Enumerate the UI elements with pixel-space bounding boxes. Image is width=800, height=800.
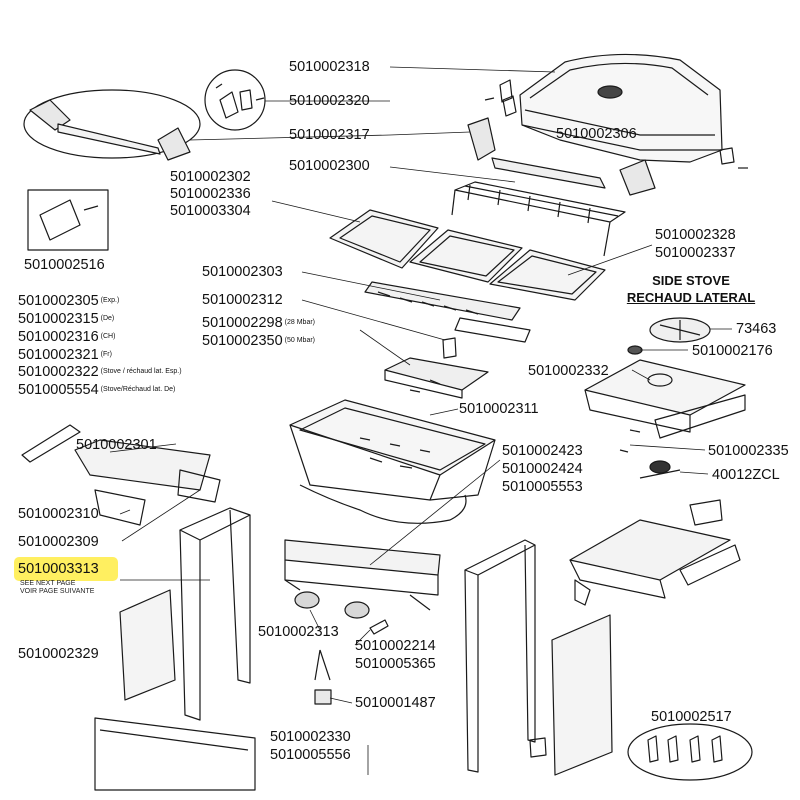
- label-5010001487: 5010001487: [355, 695, 436, 711]
- label-5010002313: 5010002313: [258, 624, 339, 640]
- label-5010002337: 5010002337: [655, 245, 736, 261]
- gas-hose: [299, 484, 467, 524]
- note-de: (De): [100, 315, 115, 323]
- screw-set: [204, 69, 266, 131]
- label-5010002309: 5010002309: [18, 534, 99, 550]
- label-5010002303: 5010002303: [202, 264, 283, 280]
- see-next-page-note: SEE NEXT PAGE: [20, 580, 76, 587]
- label-5010005365: 5010005365: [355, 656, 436, 672]
- label-5010005554: 5010005554(Stove/Réchaud lat. De): [18, 382, 176, 398]
- handle-group: [23, 89, 201, 161]
- label-5010002305: 5010002305(Exp.): [18, 293, 120, 309]
- highlight-marker: [14, 557, 118, 581]
- label-5010002332: 5010002332: [528, 363, 609, 379]
- caster-set: [627, 723, 753, 781]
- label-5010002350: 5010002350(50 Mbar): [202, 333, 315, 349]
- label-5010002298: 5010002298(28 Mbar): [202, 315, 315, 331]
- label-5010002317: 5010002317: [289, 127, 370, 143]
- label-73463: 73463: [736, 321, 777, 337]
- label-5010002312: 5010002312: [202, 292, 283, 308]
- label-5010003313-highlighted: 5010003313: [18, 561, 99, 577]
- note-stove-de: (Stove/Réchaud lat. De): [100, 386, 176, 394]
- lid-brackets: [484, 79, 748, 169]
- side-shelf-left: [21, 424, 221, 526]
- side-shelf-right: [569, 499, 741, 606]
- label-5010002516: 5010002516: [24, 257, 105, 273]
- side-stove-heading: SIDE STOVE: [652, 273, 730, 288]
- flame-tamer: [364, 281, 521, 321]
- label-5010002214: 5010002214: [355, 638, 436, 654]
- door-panel-right: [551, 614, 613, 776]
- leader-lines: [109, 66, 732, 775]
- label-5010002316: 5010002316(CH): [18, 329, 116, 345]
- cart-frame-left: [179, 507, 251, 721]
- note-stove-esp: (Stove / réchaud lat. Esp.): [100, 368, 182, 376]
- control-panel: [284, 539, 441, 619]
- label-5010002310: 5010002310: [18, 506, 99, 522]
- label-5010002300: 5010002300: [289, 158, 370, 174]
- note-28mbar: (28 Mbar): [284, 319, 315, 327]
- label-5010002176: 5010002176: [692, 343, 773, 359]
- label-5010002335: 5010002335: [708, 443, 789, 459]
- label-40012ZCL: 40012ZCL: [712, 467, 780, 483]
- rechaud-lateral-heading: RECHAUD LATERAL: [626, 290, 756, 305]
- label-5010002424: 5010002424: [502, 461, 583, 477]
- label-5010002318: 5010002318: [289, 59, 370, 75]
- burner: [442, 317, 531, 359]
- cooking-grates: [329, 209, 606, 301]
- label-5010002301: 5010002301: [76, 437, 157, 453]
- firebox: [289, 399, 496, 501]
- grill-lid: [519, 53, 723, 163]
- label-5010002302: 5010002302: [170, 169, 251, 185]
- valve-block: [384, 357, 489, 399]
- bottom-shelf: [94, 717, 256, 791]
- bracket-box: [27, 189, 109, 251]
- label-5010005556: 5010005556: [270, 747, 351, 763]
- label-5010002329: 5010002329: [18, 646, 99, 662]
- small-parts: [39, 199, 547, 758]
- label-5010002322: 5010002322(Stove / réchaud lat. Esp.): [18, 364, 182, 380]
- label-5010002330: 5010002330: [270, 729, 351, 745]
- label-5010002423: 5010002423: [502, 443, 583, 459]
- label-5010003304: 5010003304: [170, 203, 251, 219]
- label-5010002328: 5010002328: [655, 227, 736, 243]
- voir-page-suivante-note: VOIR PAGE SUIVANTE: [20, 588, 95, 595]
- label-5010002311: 5010002311: [459, 401, 539, 417]
- note-ch: (CH): [100, 333, 116, 341]
- label-5010002336: 5010002336: [170, 186, 251, 202]
- note-exp: (Exp.): [100, 297, 120, 305]
- label-5010002320: 5010002320: [289, 93, 370, 109]
- label-5010005553: 5010005553: [502, 479, 583, 495]
- side-stove: [584, 317, 746, 479]
- warming-rack: [451, 181, 626, 257]
- note-fr: (Fr): [100, 351, 112, 359]
- label-5010002306: 5010002306: [556, 126, 637, 142]
- label-5010002321: 5010002321(Fr): [18, 347, 112, 363]
- lid-handle: [467, 117, 656, 196]
- note-50mbar: (50 Mbar): [284, 337, 315, 345]
- label-5010002315: 5010002315(De): [18, 311, 115, 327]
- cart-frame-right: [464, 539, 536, 773]
- label-5010002517: 5010002517: [651, 709, 732, 725]
- side-panel: [119, 589, 176, 701]
